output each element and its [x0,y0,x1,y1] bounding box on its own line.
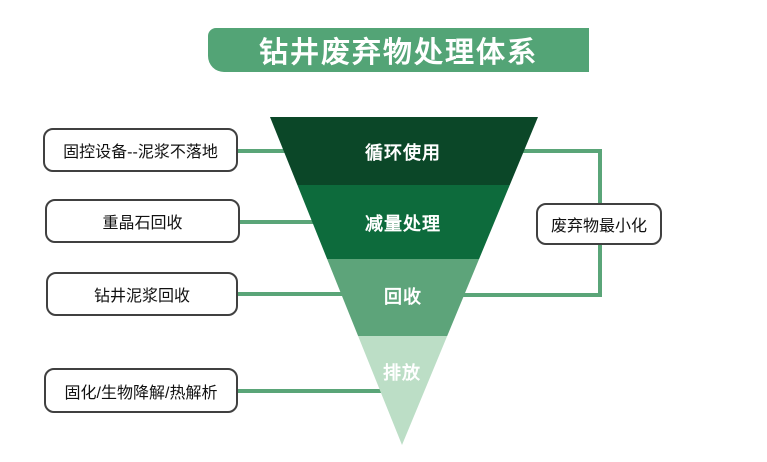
funnel-label-recover: 回收 [384,287,422,307]
right-box-waste-minimization-label: 废弃物最小化 [550,218,647,235]
left-box-barite-recovery-label: 重晶石回收 [102,215,183,232]
connector-line-4 [235,389,410,393]
page-title: 钻井废弃物处理体系 [258,37,538,69]
connector-line-right-top [500,149,602,153]
connector-line-3 [236,292,364,296]
connector-line-1 [236,149,302,153]
left-box-mud-recovery: 钻井泥浆回收 [46,272,238,316]
funnel-level-4-shape [358,336,448,445]
connector-line-right-bottom [462,293,602,297]
left-box-mud-recovery-label: 钻井泥浆回收 [93,288,190,305]
left-box-solidification: 固化/生物降解/热解析 [44,368,238,413]
funnel-label-reduce: 减量处理 [365,214,441,234]
funnel-level-1-shape [270,117,538,185]
title-banner: 钻井废弃物处理体系 [208,28,589,72]
left-box-solids-control-label: 固控设备--泥浆不落地 [63,144,218,161]
funnel-label-recycle: 循环使用 [365,143,441,163]
funnel-level-3-shape [327,259,480,336]
connector-line-2 [238,220,333,224]
left-box-barite-recovery: 重晶石回收 [45,199,240,243]
right-box-waste-minimization: 废弃物最小化 [536,203,662,245]
left-box-solidification-label: 固化/生物降解/热解析 [64,384,218,402]
funnel-level-2-shape [297,185,510,259]
left-box-solids-control: 固控设备--泥浆不落地 [43,128,238,172]
funnel-label-discharge: 排放 [383,363,421,383]
